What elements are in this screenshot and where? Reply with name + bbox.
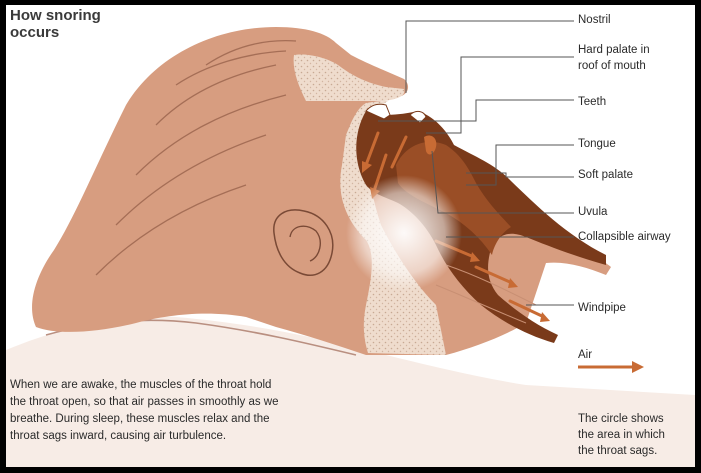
circle-note: The circle shows the area in which the t…: [578, 411, 693, 459]
label-windpipe: Windpipe: [578, 301, 626, 316]
description-line-4: throat sags inward, causing air turbulen…: [10, 428, 400, 445]
label-tongue: Tongue: [578, 137, 616, 152]
label-uvula: Uvula: [578, 205, 607, 220]
title-line-2: occurs: [10, 24, 101, 41]
diagram-panel: How snoring occurs Nostril Hard palate i…: [6, 5, 695, 467]
label-soft-palate: Soft palate: [578, 168, 633, 183]
description-line-3: breathe. During sleep, these muscles rel…: [10, 411, 400, 428]
description-line-1: When we are awake, the muscles of the th…: [10, 377, 400, 394]
description-text: When we are awake, the muscles of the th…: [10, 377, 400, 445]
circle-note-line-1: The circle shows: [578, 411, 693, 427]
diagram-title: How snoring occurs: [10, 7, 101, 41]
description-line-2: the throat open, so that air passes in s…: [10, 394, 400, 411]
label-hard-palate-2: roof of mouth: [578, 59, 646, 74]
label-air: Air: [578, 348, 592, 363]
circle-note-line-3: the throat sags.: [578, 443, 693, 459]
collapse-circle: [346, 175, 462, 291]
label-nostril: Nostril: [578, 13, 611, 28]
label-collapsible-airway: Collapsible airway: [578, 230, 671, 245]
label-hard-palate-1: Hard palate in: [578, 43, 650, 58]
title-line-1: How snoring: [10, 7, 101, 24]
circle-note-line-2: the area in which: [578, 427, 693, 443]
label-teeth: Teeth: [578, 95, 606, 110]
